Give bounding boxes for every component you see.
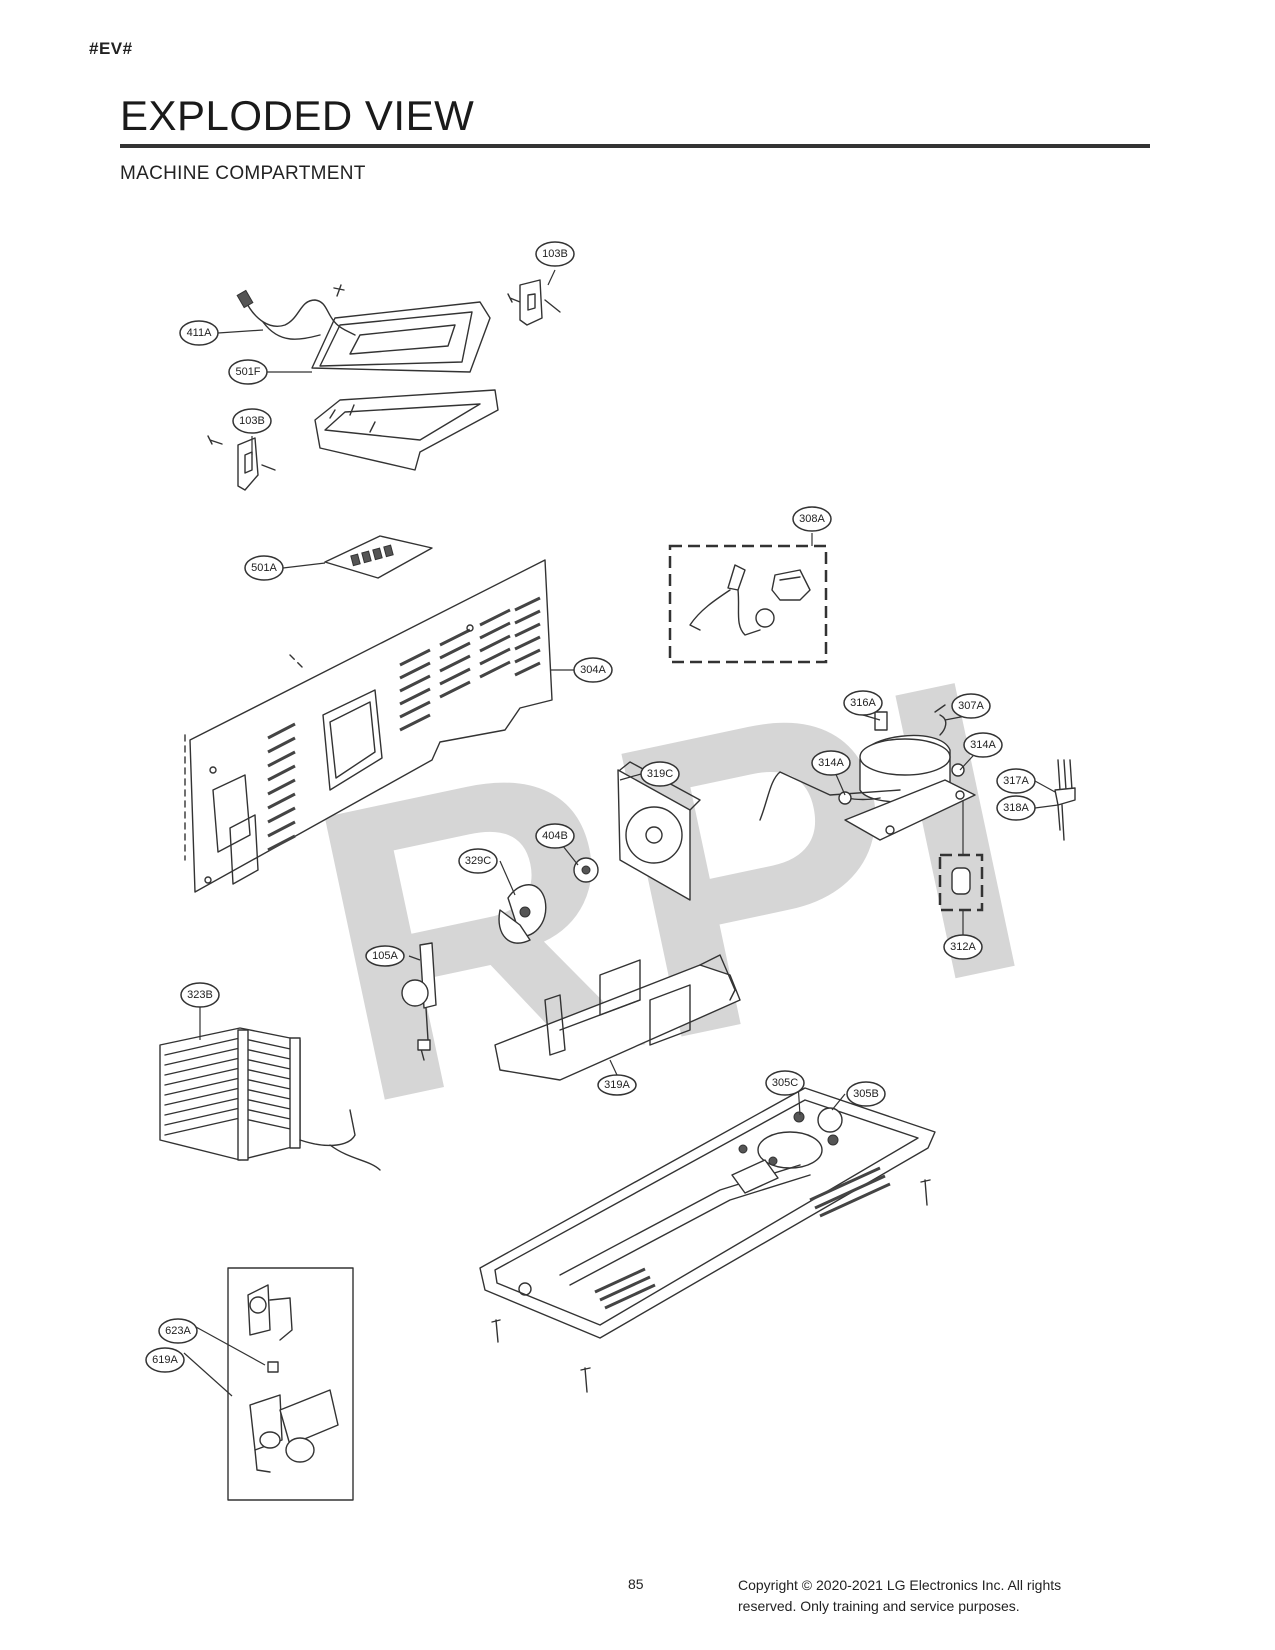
screws	[207, 284, 521, 445]
svg-text:318A: 318A	[1003, 802, 1029, 814]
title-rule	[120, 144, 1150, 148]
callout-314A-right: 314A	[963, 732, 1003, 758]
page-title: EXPLODED VIEW	[120, 92, 475, 139]
callout-314A-left: 314A	[811, 750, 851, 776]
callout-304A: 304A	[573, 657, 613, 683]
callout-319C: 319C	[640, 761, 680, 787]
callout-308A: 308A	[792, 506, 832, 532]
water-valve-box	[227, 1267, 354, 1501]
svg-text:103B: 103B	[239, 415, 265, 427]
copyright-line-1: Copyright © 2020-2021 LG Electronics Inc…	[738, 1577, 1062, 1593]
svg-text:404B: 404B	[542, 830, 568, 842]
copyright-line-2: reserved. Only training and service purp…	[738, 1598, 1020, 1614]
svg-text:305C: 305C	[772, 1077, 798, 1089]
callout-103B-top: 103B	[535, 241, 575, 267]
svg-text:314A: 314A	[970, 739, 996, 751]
callout-501A: 501A	[244, 555, 284, 581]
svg-text:314A: 314A	[818, 757, 844, 769]
svg-text:103B: 103B	[542, 248, 568, 260]
svg-text:501A: 501A	[251, 562, 277, 574]
pcb-board	[324, 535, 433, 579]
svg-text:623A: 623A	[165, 1325, 191, 1337]
svg-text:319A: 319A	[604, 1079, 630, 1091]
svg-text:329C: 329C	[465, 855, 491, 867]
water-filter-part	[401, 942, 437, 1061]
relay-assembly	[668, 544, 828, 664]
callout-305C: 305C	[765, 1070, 805, 1096]
bracket-top	[519, 279, 561, 326]
power-cord	[236, 289, 356, 340]
document-tag: #EV#	[89, 39, 133, 58]
callout-105A: 105A	[365, 945, 405, 967]
callout-317A: 317A	[996, 768, 1036, 794]
svg-text:312A: 312A	[950, 941, 976, 953]
sensor-part	[1054, 759, 1076, 841]
page-number: 85	[628, 1576, 644, 1592]
compressor	[759, 704, 984, 912]
svg-text:316A: 316A	[850, 697, 876, 709]
svg-text:304A: 304A	[580, 664, 606, 676]
callout-329C: 329C	[458, 848, 498, 874]
callout-623A: 623A	[158, 1318, 198, 1344]
base-bracket	[494, 954, 741, 1081]
callout-501F: 501F	[228, 359, 268, 385]
condenser-coil	[159, 1027, 381, 1171]
copyright-notice: Copyright © 2020-2021 LG Electronics Inc…	[738, 1575, 1138, 1617]
svg-text:319C: 319C	[647, 768, 673, 780]
callout-103B-left: 103B	[232, 408, 272, 434]
callout-323B: 323B	[180, 982, 220, 1008]
rear-cover-panel	[184, 559, 553, 893]
control-box-cover	[311, 301, 499, 471]
bracket-left	[237, 437, 276, 491]
svg-text:307A: 307A	[958, 700, 984, 712]
callout-404B: 404B	[535, 823, 575, 849]
callout-305B: 305B	[846, 1081, 886, 1107]
fan-blade	[498, 884, 547, 944]
callout-319A: 319A	[597, 1074, 637, 1096]
svg-text:308A: 308A	[799, 513, 825, 525]
svg-text:501F: 501F	[235, 366, 260, 378]
callout-411A: 411A	[179, 320, 219, 346]
fan-motor	[573, 857, 599, 883]
callout-307A: 307A	[951, 693, 991, 719]
callout-318A: 318A	[996, 795, 1036, 821]
svg-text:619A: 619A	[152, 1354, 178, 1366]
callout-312A: 312A	[943, 934, 983, 960]
svg-text:317A: 317A	[1003, 775, 1029, 787]
section-subtitle: MACHINE COMPARTMENT	[120, 163, 366, 184]
base-plate	[479, 1087, 936, 1393]
callout-619A: 619A	[145, 1347, 185, 1373]
svg-text:411A: 411A	[187, 327, 213, 339]
svg-text:305B: 305B	[853, 1088, 879, 1100]
svg-text:105A: 105A	[372, 950, 398, 962]
callout-316A: 316A	[843, 690, 883, 716]
svg-text:323B: 323B	[187, 989, 213, 1001]
